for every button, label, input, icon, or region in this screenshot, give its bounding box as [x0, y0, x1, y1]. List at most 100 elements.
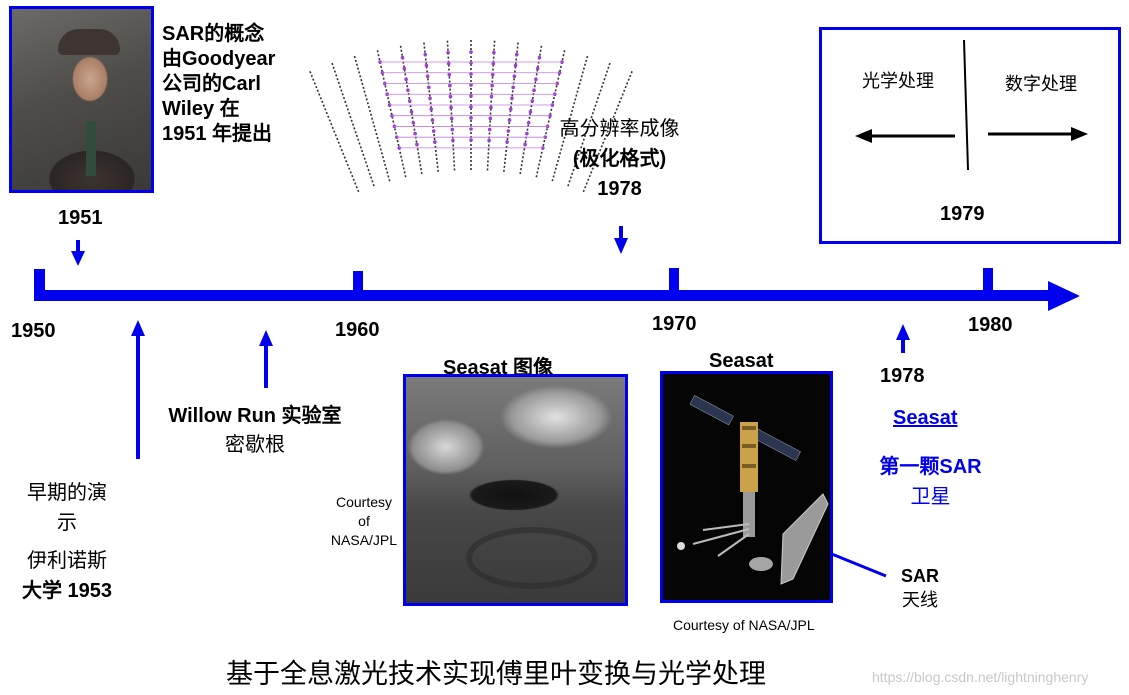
processing-year: 1979 [940, 203, 985, 226]
fan-grid-dot [427, 86, 431, 90]
sar-concept-line-4: Wiley 在 [162, 97, 275, 122]
tick-1970 [669, 268, 679, 296]
arrow-1978-up [896, 324, 910, 353]
fan-grid-dot [538, 56, 542, 60]
fan-grid-dot [523, 143, 527, 147]
fan-grid-dot [431, 118, 435, 122]
early-demo-line-3: 伊利诺斯 [17, 546, 117, 576]
fan-grid-dot [449, 106, 453, 110]
fan-ray [377, 50, 405, 177]
fan-grid-dot [408, 99, 412, 103]
sar-concept-text: SAR的概念 由Goodyear 公司的Carl Wiley 在 1951 年提… [162, 22, 275, 147]
fan-grid-dot [423, 53, 427, 57]
fan-grid-dot [487, 139, 491, 143]
courtesy-line-3: NASA/JPL [322, 531, 406, 550]
tie-icon [86, 121, 96, 176]
polar-format-title: 高分辨率成像 [532, 114, 707, 144]
fan-grid-dot [406, 88, 410, 92]
year-1951: 1951 [58, 207, 103, 230]
arrow-1951-down [71, 240, 85, 266]
fan-grid-dot [404, 78, 408, 82]
fan-grid-dot [488, 128, 492, 132]
fan-grid-dot [510, 96, 514, 100]
seasat-first-sar-text: 第一颗SAR 卫星 [863, 452, 998, 512]
early-demo-line-1: 早期的演 [17, 478, 117, 508]
fan-grid-dot [403, 67, 407, 71]
fan-grid-dot [429, 107, 433, 111]
tick-1960 [353, 271, 363, 297]
fan-grid-dot [451, 128, 455, 132]
sar-concept-line-5: 1951 年提出 [162, 122, 275, 147]
fan-grid-dot [401, 56, 405, 60]
early-demo-line-2: 示 [17, 508, 117, 538]
fan-ray [487, 41, 494, 171]
fan-grid-dot [505, 140, 509, 144]
fan-grid-dot [525, 132, 529, 136]
fan-grid-dot [509, 107, 513, 111]
sar-concept-line-1: SAR的概念 [162, 22, 275, 47]
sar-concept-line-2: 由Goodyear [162, 47, 275, 72]
fan-grid-dot [527, 121, 531, 125]
early-demo-line-4: 大学 1953 [17, 576, 117, 606]
seasat-satellite-title: Seasat [709, 350, 774, 373]
fan-grid-dot [432, 129, 436, 133]
fan-grid-dot [451, 139, 455, 143]
fan-grid-dot [508, 118, 512, 122]
fan-grid-dot [490, 95, 494, 99]
willow-run-line-1: Willow Run 实验室 [150, 402, 360, 431]
willow-run-text: Willow Run 实验室 密歇根 [150, 402, 360, 460]
seasat-image-courtesy: Courtesy of NASA/JPL [322, 493, 406, 550]
fan-grid-dot [469, 50, 473, 54]
digital-processing-label: 数字处理 [1005, 70, 1077, 96]
seasat-first-sar-line-1: 第一颗SAR [863, 452, 998, 482]
fan-grid-dot [428, 96, 432, 100]
fan-ray [332, 63, 374, 186]
sar-antenna-line-2: 天线 [895, 588, 945, 612]
tick-label-1960: 1960 [335, 319, 380, 342]
fan-grid-dot [412, 121, 416, 125]
polar-format-year: 1978 [532, 174, 707, 204]
fan-grid-dot [425, 64, 429, 68]
seasat-link[interactable]: Seasat [893, 407, 958, 430]
ocean-swirl [466, 527, 598, 589]
fan-grid-dot [511, 86, 515, 90]
courtesy-line-2: of [322, 512, 406, 531]
fan-grid-dot [469, 138, 473, 142]
fan-ray [401, 46, 422, 174]
fan-grid-dot [447, 73, 451, 77]
fan-grid-dot [488, 117, 492, 121]
arrow-1978-down [614, 226, 628, 254]
fan-grid-dot [530, 99, 534, 103]
tick-1980 [983, 268, 993, 296]
tick-label-1950: 1950 [11, 320, 56, 343]
footer-caption: 基于全息激光技术实现傅里叶变换与光学处理 [226, 652, 766, 691]
polar-format-subtitle: (极化格式) [532, 144, 707, 174]
fan-grid-dot [491, 73, 495, 77]
fan-grid-dot [446, 51, 450, 55]
seasat-satellite-image [660, 371, 833, 603]
fan-grid-dot [449, 95, 453, 99]
timeline-axis [34, 268, 1080, 311]
fan-grid-dot [413, 132, 417, 136]
tick-label-1970: 1970 [652, 313, 697, 336]
fan-grid-dot [515, 53, 519, 57]
hair [58, 29, 120, 55]
arrow-early-demo-up [131, 320, 145, 459]
fan-ray [310, 71, 359, 192]
fan-grid-dot [492, 51, 496, 55]
arrow-willow-run-up [259, 330, 273, 388]
watermark: https://blog.csdn.net/lightninghenry [872, 669, 1088, 685]
fan-grid-dot [469, 105, 473, 109]
sar-concept-line-3: 公司的Carl [162, 72, 275, 97]
fan-grid-dot [536, 67, 540, 71]
fan-grid-dot [534, 78, 538, 82]
tick-1950 [34, 269, 45, 299]
sar-antenna-label: SAR 天线 [895, 564, 945, 612]
courtesy-line-1: Courtesy [322, 493, 406, 512]
fan-grid-dot [469, 127, 473, 131]
fan-ray [447, 41, 454, 171]
fan-grid-dot [415, 143, 419, 147]
fan-grid-dot [450, 117, 454, 121]
fan-grid-dot [489, 106, 493, 110]
fan-grid-dot [490, 84, 494, 88]
